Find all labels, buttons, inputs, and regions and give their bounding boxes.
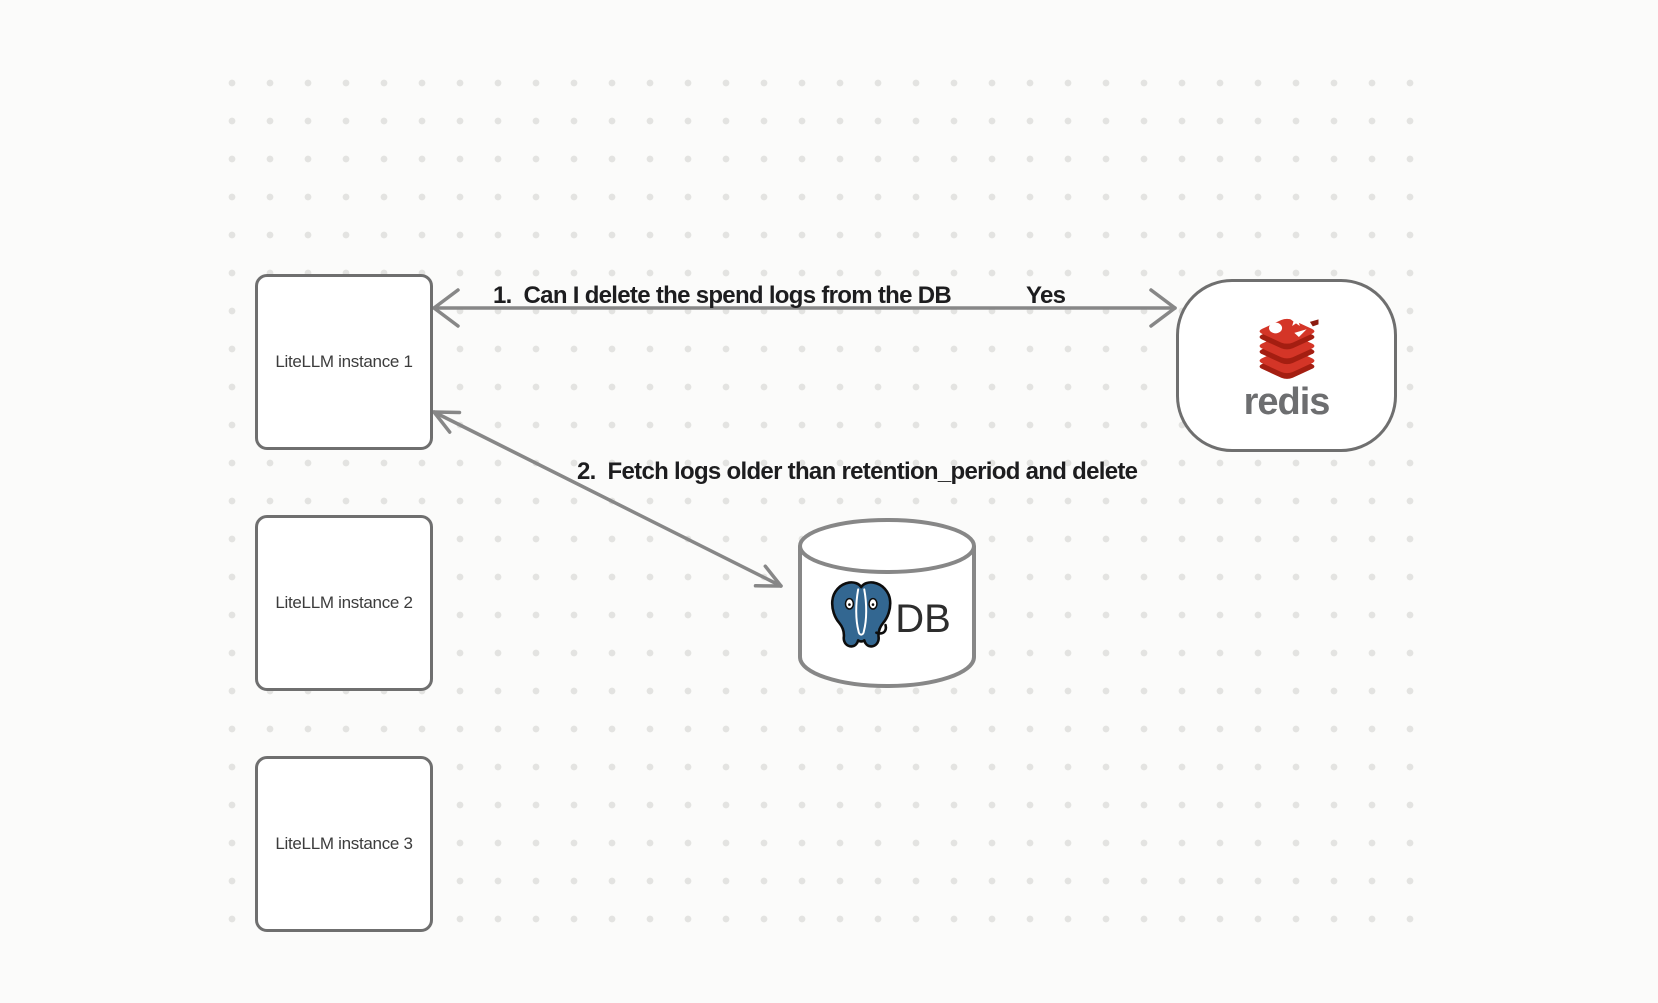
node-label: LiteLLM instance 3 — [275, 834, 413, 853]
postgresql-elephant-icon — [830, 581, 892, 648]
redis-wordmark: redis — [1243, 381, 1331, 423]
edge-label-fetch[interactable]: 2. Fetch logs older than retention_perio… — [577, 458, 1138, 485]
node-database-cylinder[interactable]: DB — [797, 516, 977, 690]
node-litellm-instance-3[interactable]: LiteLLM instance 3 — [255, 756, 433, 932]
node-label: LiteLLM instance 2 — [275, 593, 413, 612]
node-label: LiteLLM instance 1 — [275, 352, 413, 371]
edge-label-yes[interactable]: Yes — [1026, 282, 1066, 309]
node-litellm-instance-1[interactable]: LiteLLM instance 1 — [255, 274, 433, 450]
edge-redis-instance1[interactable] — [432, 288, 1177, 328]
db-label: DB — [895, 596, 951, 641]
node-litellm-instance-2[interactable]: LiteLLM instance 2 — [255, 515, 433, 691]
edge-instance1-db[interactable] — [432, 410, 783, 588]
redis-logo-icon — [1259, 314, 1318, 379]
edge-label-query[interactable]: 1. Can I delete the spend logs from the … — [493, 282, 952, 309]
node-redis[interactable]: redis — [1176, 279, 1397, 452]
